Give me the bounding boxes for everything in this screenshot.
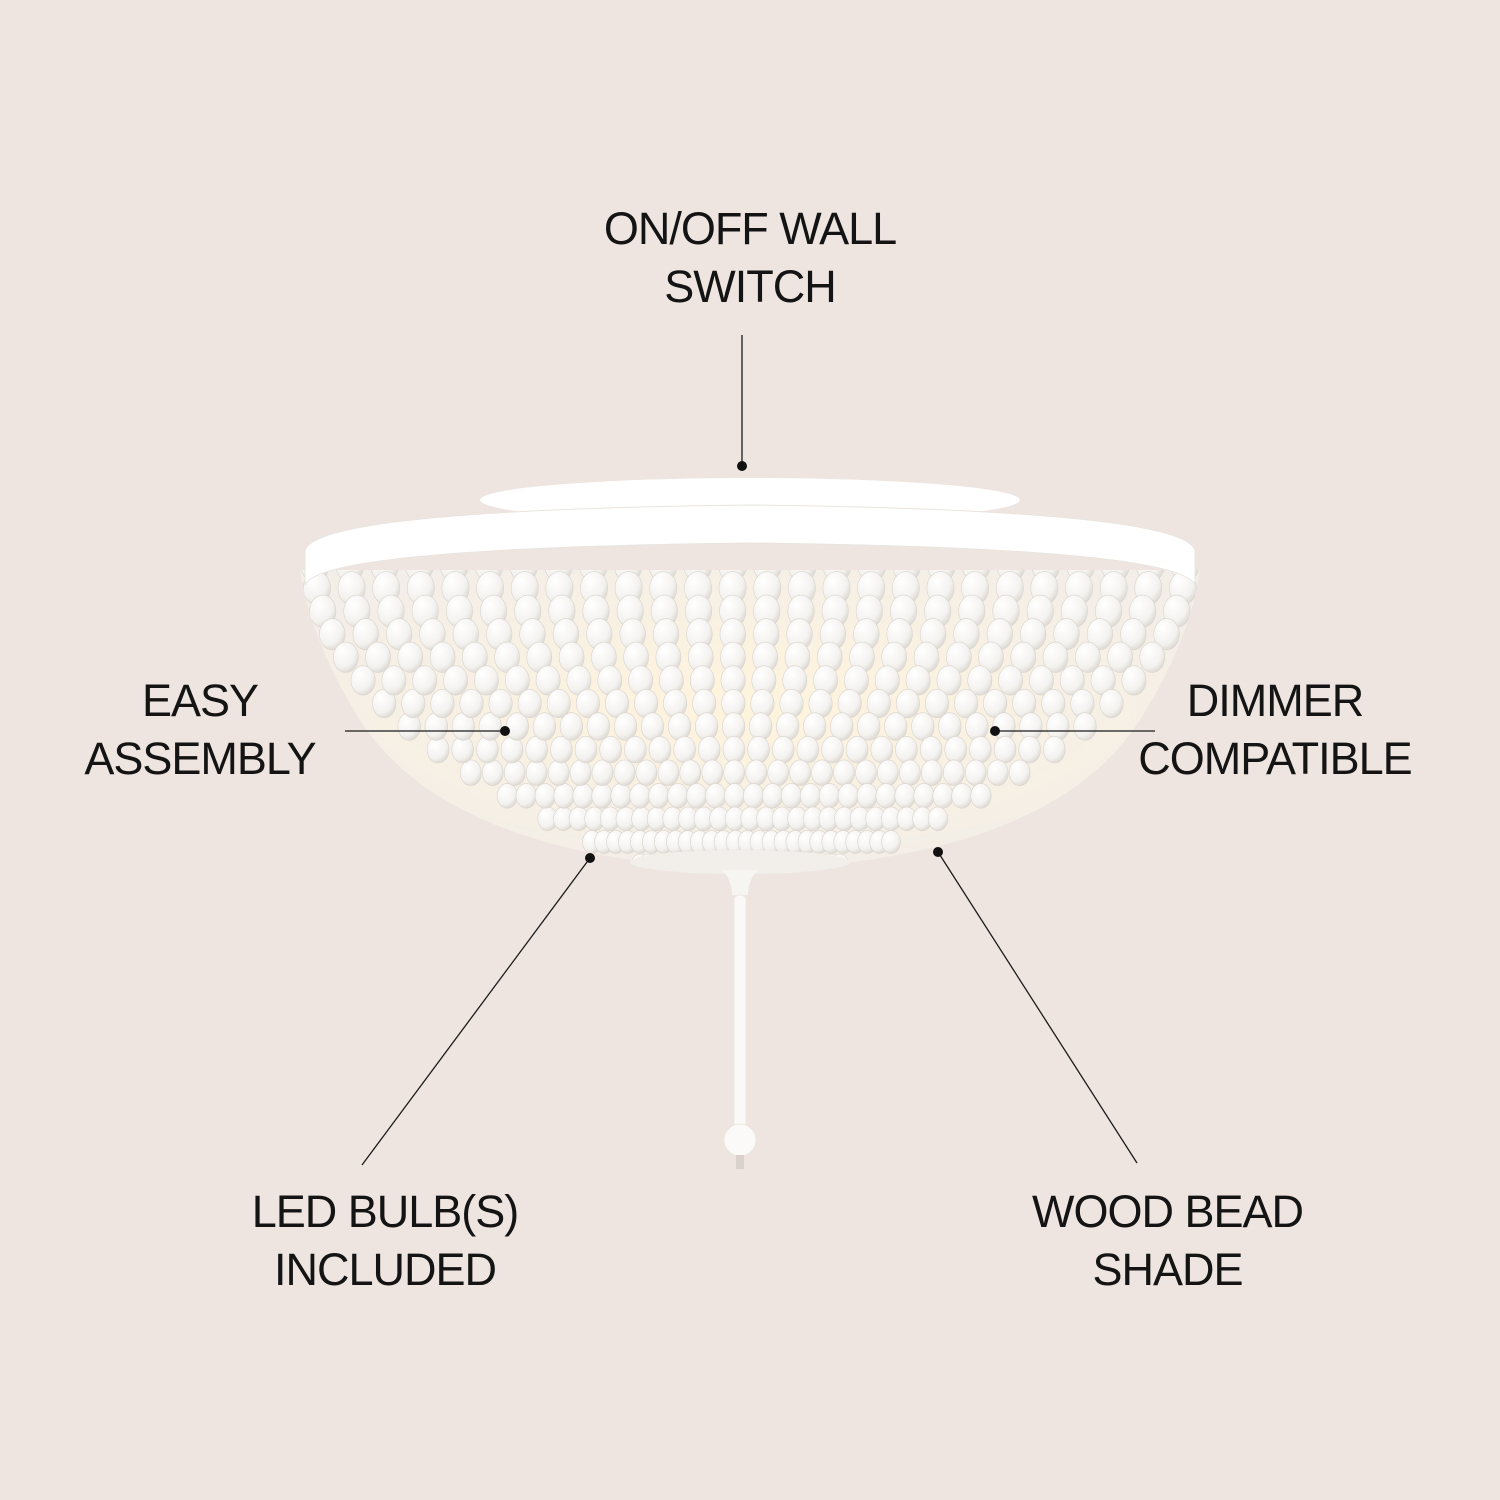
canopy-ring (304, 504, 1196, 586)
callout-dimmer-line1: DIMMER (1186, 675, 1364, 726)
callout-dot-switch (737, 461, 747, 471)
callout-assembly-line2: ASSEMBLY (84, 733, 316, 784)
callout-assembly-line1: EASY (141, 675, 259, 726)
callout-dot-shade (933, 847, 943, 857)
callout-shade: WOOD BEAD SHADE (1000, 1183, 1335, 1299)
callout-switch-line2: SWITCH (664, 261, 836, 312)
callout-bulbs-line1: LED BULB(S) (251, 1186, 520, 1237)
callout-dimmer: DIMMER COMPATIBLE (1115, 672, 1435, 788)
callout-lines (345, 335, 1155, 1166)
callout-shade-line1: WOOD BEAD (1031, 1186, 1304, 1237)
callout-switch-line1: ON/OFF WALL (603, 203, 897, 254)
callout-dot-assembly (500, 726, 510, 736)
callout-shade-line2: SHADE (1092, 1244, 1243, 1295)
callout-dimmer-line2: COMPATIBLE (1138, 733, 1412, 784)
callout-bulbs: LED BULB(S) INCLUDED (220, 1183, 550, 1299)
callout-assembly: EASY ASSEMBLY (60, 672, 340, 788)
callout-bulbs-line2: INCLUDED (273, 1244, 497, 1295)
callout-dot-dimmer (990, 726, 1000, 736)
callout-switch: ON/OFF WALL SWITCH (560, 200, 940, 316)
pull-chain (722, 870, 758, 1169)
shade-base (630, 850, 850, 874)
callout-dot-bulbs (585, 853, 595, 863)
